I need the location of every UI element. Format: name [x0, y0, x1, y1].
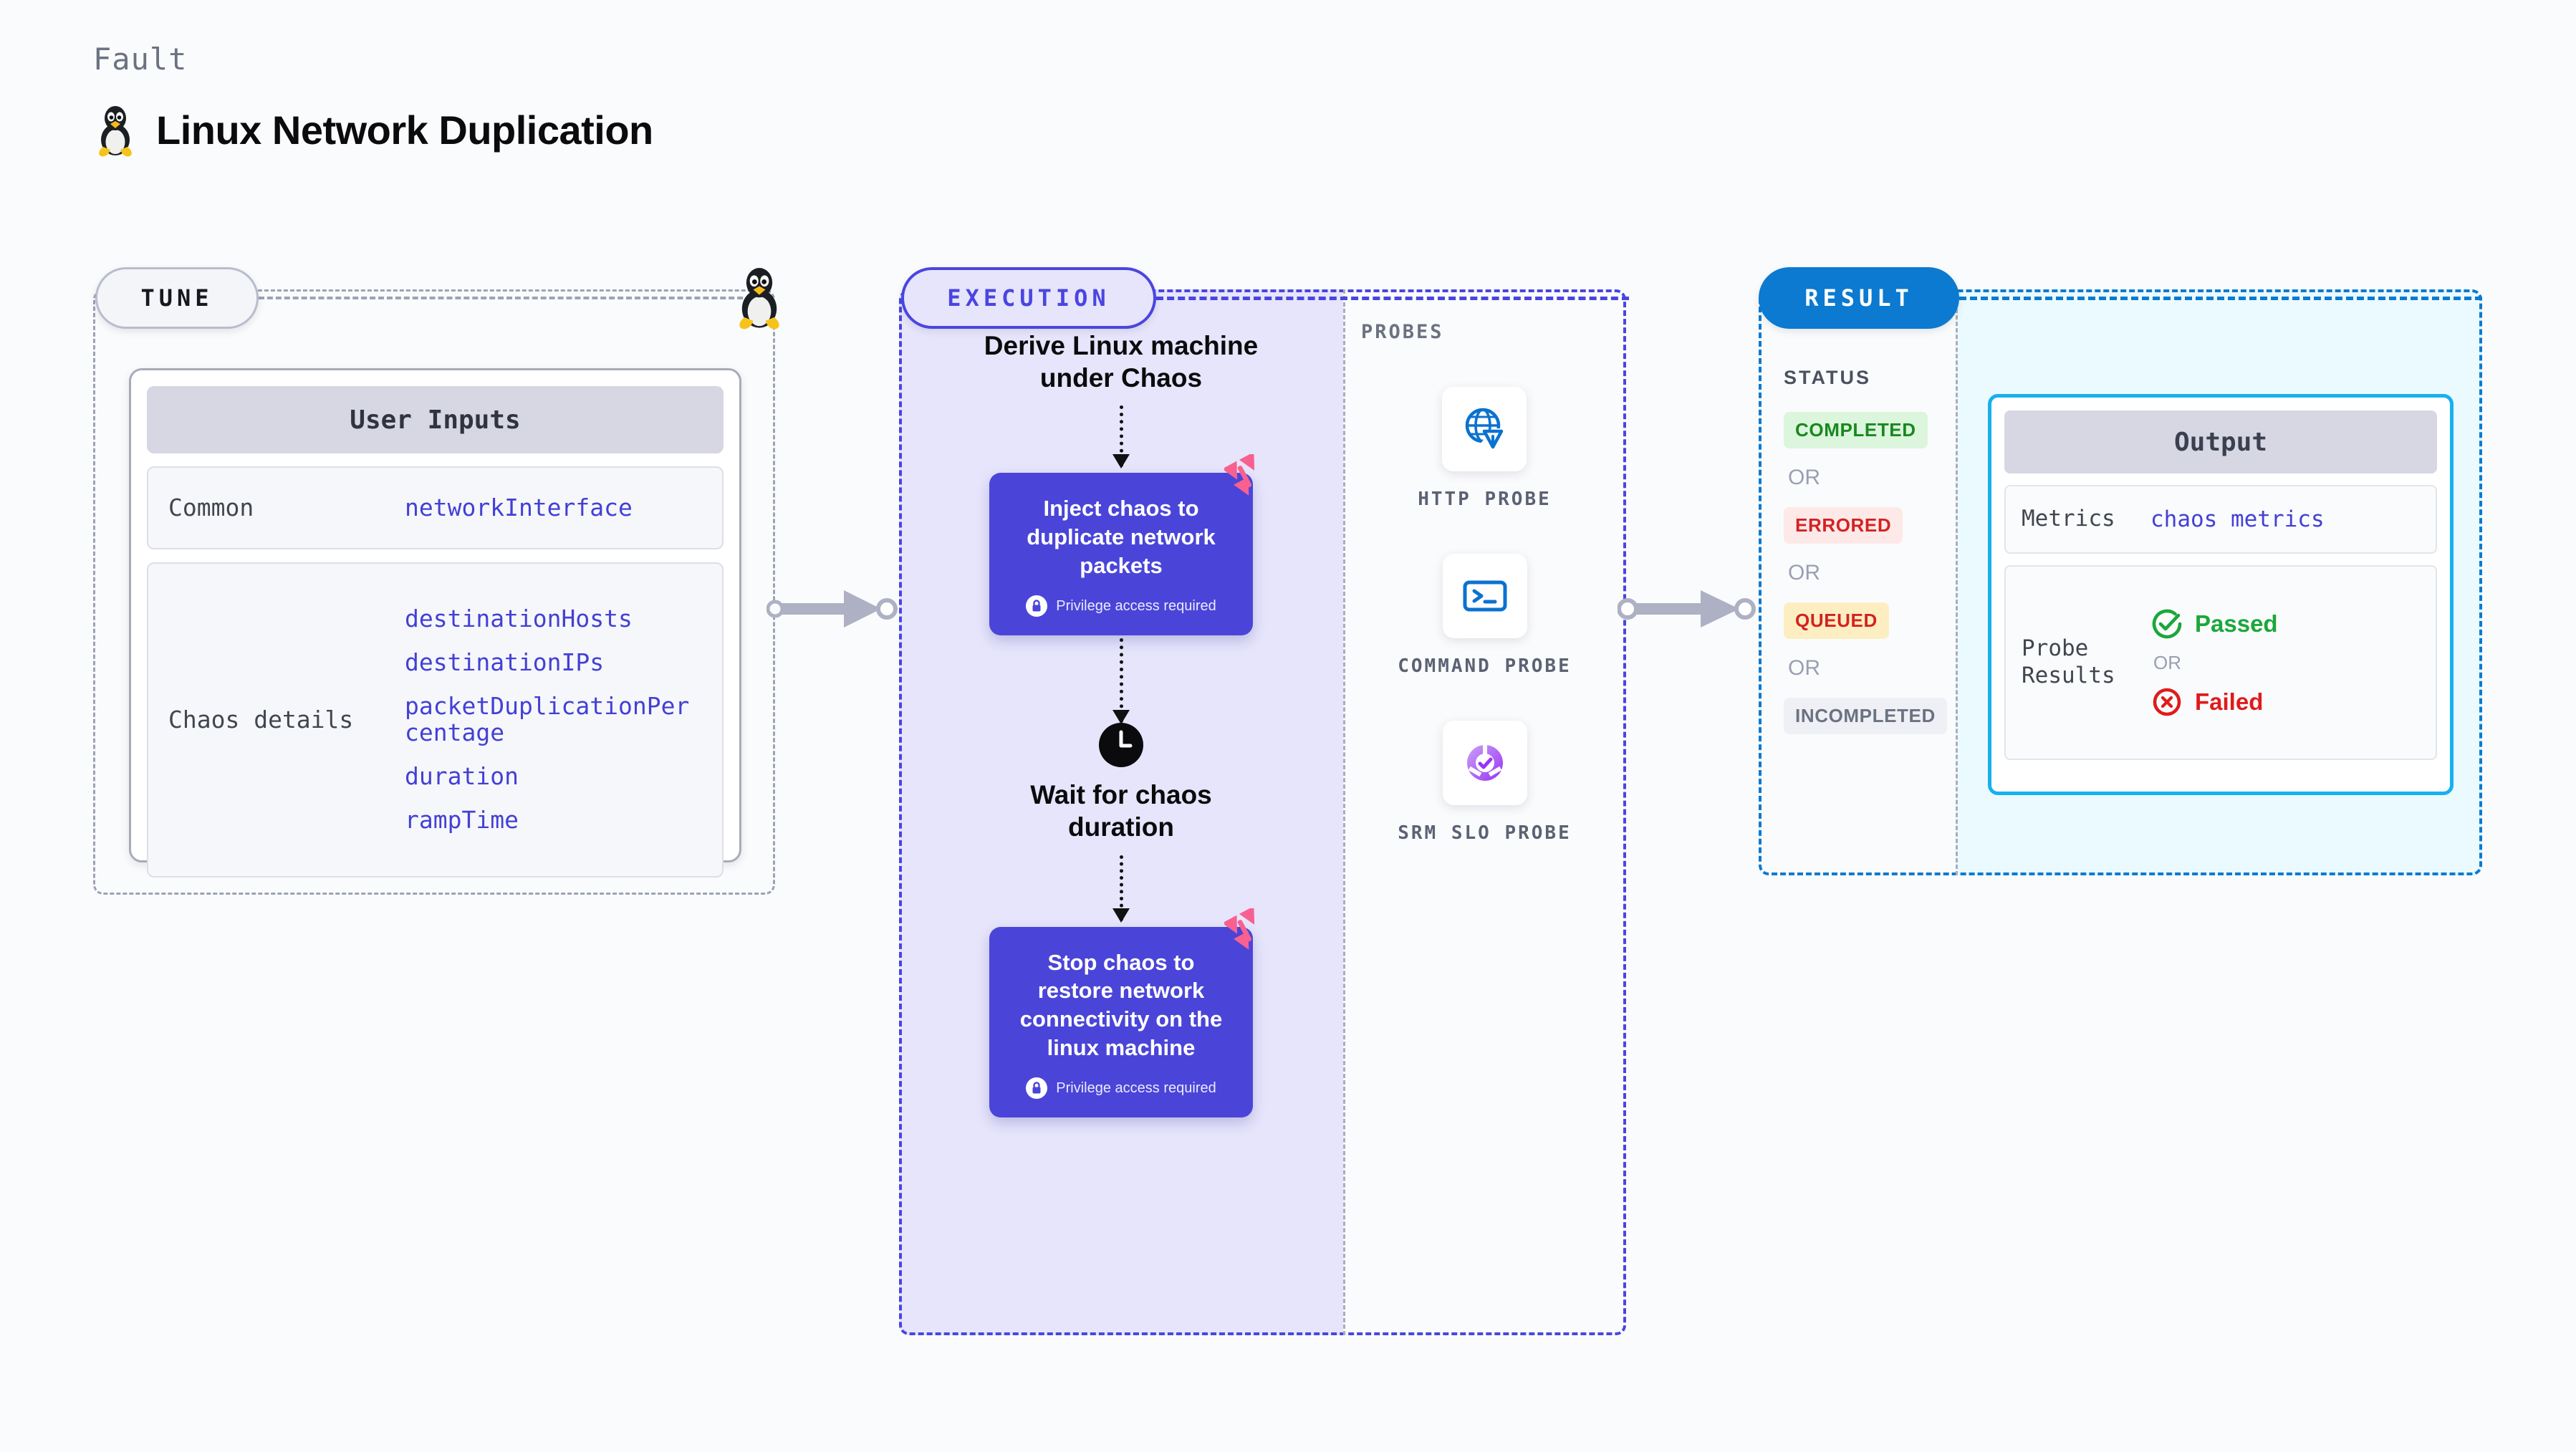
probe-tile [1442, 721, 1527, 806]
page-title-row: Linux Network Duplication [93, 102, 653, 157]
status-badge-errored: ERRORED [1784, 507, 1903, 544]
tune-row-values: destinationHosts destinationIPs packetDu… [405, 605, 702, 834]
privilege-note: Privilege access required [1008, 1077, 1234, 1100]
probe-result-passed-label: Passed [2195, 610, 2278, 637]
tune-row-key: Chaos details [168, 706, 354, 734]
probe-result-failed: Failed [2150, 686, 2278, 718]
tune-row-key: Common [168, 494, 254, 522]
tune-row-chaos-details: Chaos details destinationHosts destinati… [147, 562, 724, 878]
user-inputs-card: User Inputs Common networkInterface Chao… [129, 368, 741, 878]
execution-pill-label: EXECUTION [901, 267, 1156, 329]
probe-label: COMMAND PROBE [1398, 655, 1572, 678]
probe-result-failed-label: Failed [2195, 688, 2264, 715]
result-connector-dash [1959, 297, 2482, 300]
probe-item-command[interactable]: COMMAND PROBE [1398, 554, 1572, 679]
connector-tune-to-execution [766, 590, 898, 628]
probe-result-or-label: OR [2153, 651, 2181, 673]
output-row-probe-results: Probe Results Passed OR Failed [2004, 565, 2437, 760]
tune-row-common: Common networkInterface [147, 466, 724, 549]
execution-step-stop-chaos[interactable]: Stop chaos to restore network connectivi… [989, 908, 1255, 1118]
status-or-label: OR [1788, 561, 1820, 585]
tune-input-ramptime[interactable]: rampTime [405, 805, 519, 834]
flow-arrow [1112, 638, 1130, 725]
probes-list: HTTP PROBE COMMAND PROBE [1343, 387, 1626, 846]
probe-tile [1442, 387, 1527, 471]
result-status-list: STATUS COMPLETED OR ERRORED OR QUEUED OR… [1784, 367, 1963, 734]
result-status-background [1759, 289, 1956, 875]
privilege-note-text: Privilege access required [1056, 597, 1216, 614]
execution-step-label: Inject chaos to duplicate network packet… [1027, 496, 1216, 578]
probe-label: HTTP PROBE [1418, 489, 1552, 510]
output-card: Output Metrics chaos metrics Probe Resul… [1988, 394, 2454, 795]
harness-logo-icon [1224, 454, 1255, 496]
fault-eyebrow-label: Fault [93, 42, 188, 77]
probe-item-http[interactable]: HTTP PROBE [1418, 387, 1552, 512]
execution-connector-dash [1156, 297, 1629, 300]
output-title: Output [2004, 410, 2437, 473]
probe-result-passed: Passed [2150, 607, 2278, 640]
check-circle-icon [2152, 609, 2182, 638]
status-badge-completed: COMPLETED [1784, 412, 1928, 448]
tune-input-networkinterface[interactable]: networkInterface [405, 493, 633, 521]
status-badge-queued: QUEUED [1784, 602, 1889, 639]
probe-tile [1442, 554, 1527, 639]
privilege-note-text: Privilege access required [1056, 1080, 1216, 1096]
status-or-label: OR [1788, 466, 1820, 489]
connector-probes-to-result [1618, 590, 1756, 628]
output-metrics-value[interactable]: chaos metrics [2150, 506, 2325, 532]
execution-step-wait-label: Wait for chaos duration [1030, 780, 1212, 842]
linux-tux-icon-badge [739, 268, 779, 330]
terminal-icon [1463, 580, 1506, 612]
result-panel [1759, 289, 2482, 875]
flow-arrow [1112, 855, 1130, 923]
lock-icon [1026, 595, 1048, 617]
harness-logo-icon [1224, 908, 1255, 950]
globe-warning-icon [1466, 408, 1507, 449]
linux-tux-icon [99, 106, 132, 157]
donut-check-icon [1466, 744, 1503, 782]
execution-step-derive-label: Derive Linux machine under Chaos [984, 331, 1259, 393]
tune-pill-label: TUNE [95, 267, 259, 329]
execution-step-inject-chaos[interactable]: Inject chaos to duplicate network packet… [989, 454, 1255, 636]
output-row-key: Metrics [2022, 506, 2115, 532]
status-badge-incompleted: INCOMPLETED [1784, 698, 1947, 734]
status-or-label: OR [1788, 656, 1820, 680]
probes-title: PROBES [1361, 321, 1444, 343]
tune-connector-dash [259, 297, 760, 299]
probe-item-srm-slo[interactable]: SRM SLO PROBE [1398, 721, 1572, 846]
output-row-metrics: Metrics chaos metrics [2004, 485, 2437, 554]
tune-input-duration[interactable]: duration [405, 761, 519, 790]
page-header: Fault Linux Network Duplication [93, 42, 653, 157]
tune-input-destinationhosts[interactable]: destinationHosts [405, 605, 633, 633]
execution-steps: Derive Linux machine under Chaos Inject … [899, 330, 1343, 1118]
page-title: Linux Network Duplication [156, 107, 653, 153]
tune-panel [93, 289, 775, 895]
tune-input-destinationips[interactable]: destinationIPs [405, 648, 605, 677]
execution-step-label: Stop chaos to restore network connectivi… [1019, 949, 1223, 1060]
x-circle-icon [2153, 688, 2181, 716]
probe-result-values: Passed OR Failed [2150, 607, 2278, 718]
status-title: STATUS [1784, 367, 1871, 388]
privilege-note: Privilege access required [1008, 595, 1234, 617]
clock-icon [1099, 723, 1143, 768]
result-column-divider [1956, 289, 1958, 875]
probes-column-divider [1343, 289, 1345, 1335]
tune-input-packetduplicationpercentage[interactable]: packetDuplicationPercentage [405, 692, 690, 746]
flow-arrow [1112, 405, 1130, 469]
lock-icon [1026, 1077, 1048, 1100]
probe-label: SRM SLO PROBE [1398, 822, 1572, 845]
execution-panel [899, 289, 1626, 1335]
result-pill-label: RESULT [1759, 267, 1959, 329]
output-row-key: Probe Results [2022, 635, 2115, 688]
tune-row-values: networkInterface [405, 493, 633, 521]
user-inputs-title: User Inputs [147, 386, 724, 453]
